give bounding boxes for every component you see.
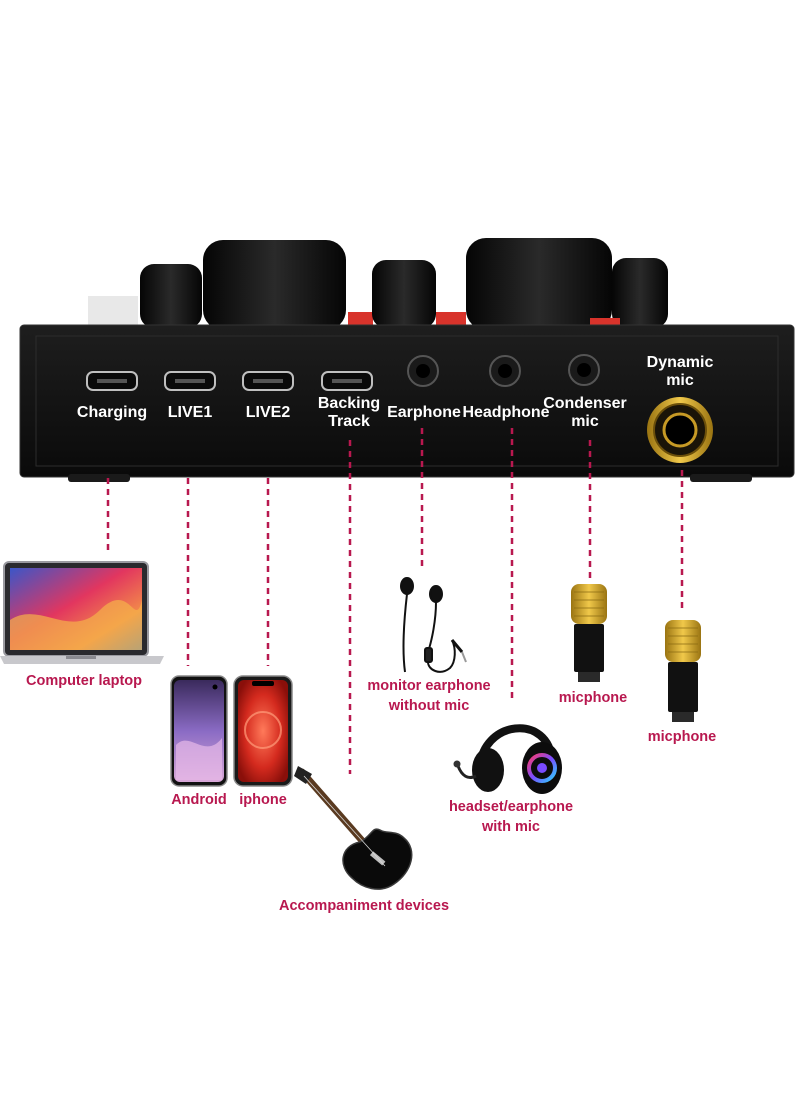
android-phone-image xyxy=(170,675,228,787)
connector-lines xyxy=(106,428,684,774)
device-knobs xyxy=(88,238,668,330)
sound-card-body xyxy=(19,324,795,482)
device-label-monitor-earphone: monitor earphone without mic xyxy=(367,678,491,714)
port-label-charging: Charging xyxy=(76,404,148,421)
port-label-backing-track: Backing Track xyxy=(317,395,381,430)
device-label-android: Android xyxy=(171,792,227,808)
guitar-image xyxy=(294,766,413,890)
usb-port-live1[interactable] xyxy=(164,371,216,391)
device-label-iphone: iphone xyxy=(239,792,287,808)
jack-condenser-mic[interactable] xyxy=(568,354,600,386)
iphone-image xyxy=(233,675,293,787)
jack-earphone[interactable] xyxy=(407,355,439,387)
microphone-image-dynamic xyxy=(665,620,701,722)
port-label-condenser-mic: Condenser mic xyxy=(543,395,627,430)
device-label-micphone-dynamic: micphone xyxy=(647,729,717,745)
headset-image xyxy=(453,724,562,794)
port-label-dynamic-mic: Dynamic mic xyxy=(646,354,714,389)
port-label-live1: LIVE1 xyxy=(167,404,213,421)
device-label-micphone-condenser: micphone xyxy=(558,690,628,706)
jack-dynamic-mic[interactable] xyxy=(647,397,713,463)
usb-port-charging[interactable] xyxy=(86,371,138,391)
port-label-earphone: Earphone xyxy=(387,404,461,421)
microphone-image-condenser xyxy=(571,584,607,682)
port-label-live2: LIVE2 xyxy=(245,404,291,421)
device-label-accompaniment: Accompaniment devices xyxy=(278,898,450,914)
port-label-headphone: Headphone xyxy=(462,404,550,421)
usb-port-live2[interactable] xyxy=(242,371,294,391)
jack-headphone[interactable] xyxy=(489,355,521,387)
usb-port-backing-track[interactable] xyxy=(321,371,373,391)
device-label-laptop: Computer laptop xyxy=(26,673,142,689)
device-label-headset: headset/earphone with mic xyxy=(448,799,574,835)
earphone-image xyxy=(400,577,467,673)
laptop-image xyxy=(0,561,164,664)
